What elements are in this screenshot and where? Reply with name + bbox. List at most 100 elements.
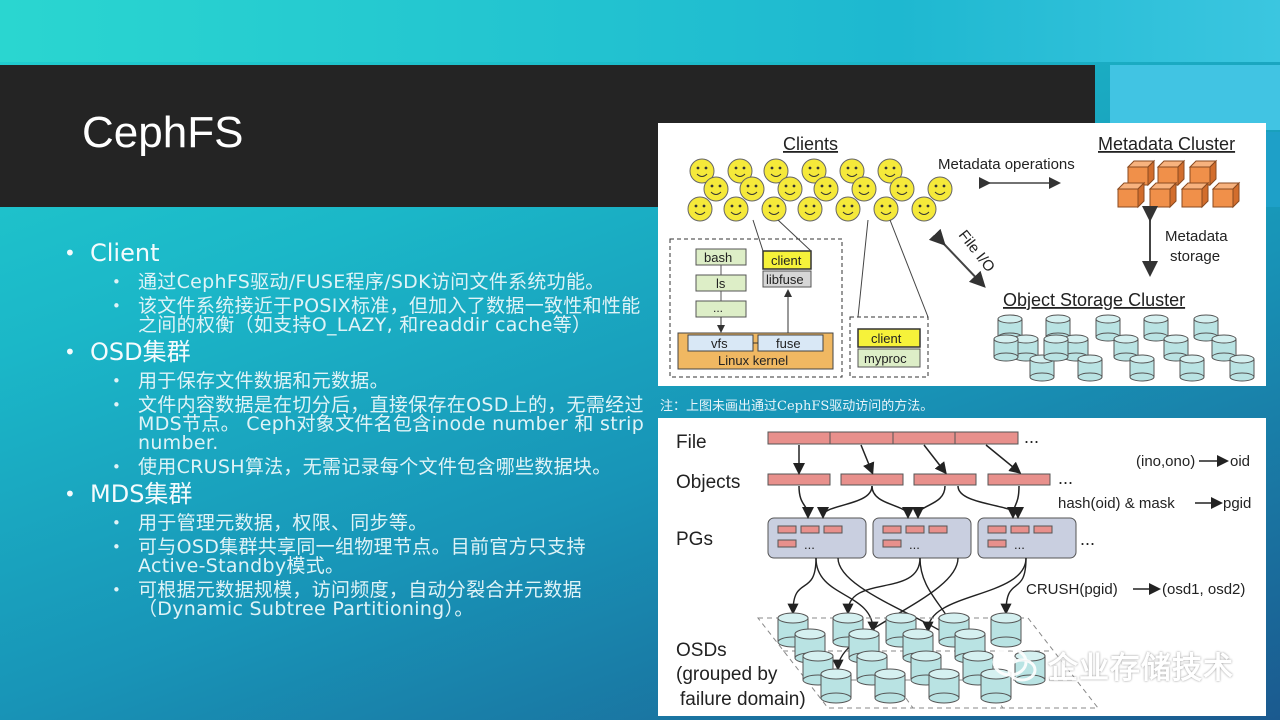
top-accent-bar: [0, 0, 1280, 62]
disk-icon: [1043, 334, 1069, 362]
smiley-icon: [839, 158, 865, 184]
metadata-cluster-cubes: [1116, 159, 1241, 209]
pg-dots: ...: [804, 537, 815, 552]
osd-disk-icon: [980, 668, 1012, 704]
mds-cube-icon: [1116, 181, 1146, 209]
osd-disk-icon: [910, 650, 942, 686]
mapping-arrow: [957, 485, 1024, 519]
watermark-text: 企业存储技术: [1048, 651, 1234, 686]
osd-grid: [756, 612, 1100, 709]
metadata-cluster-label: Metadata Cluster: [1098, 134, 1235, 154]
file-label: File: [676, 432, 707, 453]
decorative-block-top: [1110, 65, 1280, 130]
myproc-label: myproc: [864, 351, 907, 366]
wechat-icon: [992, 647, 1037, 682]
object-bars: [767, 473, 1051, 486]
mapping-arrow: [871, 485, 914, 519]
disk-icon: [1229, 354, 1255, 382]
disk-icon: [1143, 314, 1169, 342]
clients-label: Clients: [783, 134, 838, 154]
crush-arrow: [787, 557, 817, 615]
pg-box: ...: [872, 517, 972, 559]
ino-ono-label: (ino,ono): [1136, 453, 1195, 470]
mapping-arrow: [923, 444, 947, 475]
sub-bullet: 可与OSD集群共享同一组物理节点。目前官方只支持Active-Standby模式…: [62, 538, 652, 576]
smiley-icon: [851, 176, 877, 202]
osd-disk-icon: [928, 668, 960, 704]
smiley-icon: [689, 158, 715, 184]
smiley-icon: [813, 176, 839, 202]
smiley-icon: [927, 176, 953, 202]
osd-disk-icon: [820, 668, 852, 704]
smiley-icon: [703, 176, 729, 202]
sub-bullet: 用于管理元数据，权限、同步等。: [62, 514, 652, 534]
disk-icon: [1113, 334, 1139, 362]
client-host-box: [669, 238, 843, 378]
ls-label: ls: [716, 276, 726, 291]
objects-label: Objects: [676, 472, 740, 493]
mds-cube-icon: [1126, 159, 1156, 187]
smiley-icon: [797, 196, 823, 222]
fuse-label: fuse: [776, 336, 801, 351]
disk-icon: [993, 334, 1019, 362]
sub-bullet: 用于保存文件数据和元数据。: [62, 372, 652, 392]
disk-icon: [1029, 354, 1055, 382]
data-placement-figure: File Objects PGs OSDs (grouped by failur…: [658, 418, 1266, 716]
sub-bullet: 文件内容数据是在切分后，直接保存在OSD上的，无需经过MDS节点。 Ceph对象…: [62, 396, 652, 453]
hash-label: hash(oid) & mask: [1058, 495, 1175, 512]
object-bar: [840, 473, 904, 486]
pg-box: ...: [767, 517, 867, 559]
mapping-arrow: [860, 444, 875, 475]
file-ellipsis: ...: [1024, 427, 1039, 447]
mds-cube-icon: [1211, 181, 1241, 209]
linux-kernel-label: Linux kernel: [718, 353, 788, 368]
mapping-arrow: [912, 485, 946, 519]
bullet-mds: MDS集群: [62, 479, 652, 509]
mapping-arrow: [985, 444, 1022, 474]
disk-icon: [1129, 354, 1155, 382]
smiley-icon: [777, 176, 803, 202]
pg-dots: ...: [909, 537, 920, 552]
crush-arrow: [1000, 557, 1027, 615]
pg-boxes: .........: [767, 517, 1077, 559]
osds-label-3: failure domain): [680, 689, 806, 710]
mapping-arrow: [817, 485, 873, 519]
oid-label: oid: [1230, 453, 1250, 470]
disk-icon: [1179, 354, 1205, 382]
osd-disk-icon: [856, 650, 888, 686]
pgs-ellipsis: ...: [1080, 529, 1095, 549]
file-io-label: File I/O: [955, 227, 998, 276]
smiley-icon: [835, 196, 861, 222]
vfs-label: vfs: [711, 336, 728, 351]
osd-disk-icon: [1014, 650, 1046, 686]
object-bar: [987, 473, 1051, 486]
disk-icon: [1077, 354, 1103, 382]
pgid-label: pgid: [1223, 495, 1251, 512]
smiley-icon: [763, 158, 789, 184]
smiley-icon: [911, 196, 937, 222]
osd-pair-label: (osd1, osd2): [1162, 581, 1245, 598]
dots-label: ...: [713, 301, 723, 315]
libfuse-label: libfuse: [766, 272, 804, 287]
pg-dots: ...: [1014, 537, 1025, 552]
figure-note: 注：上图未画出通过CephFS驱动访问的方法。: [660, 399, 934, 414]
osds-label-2: (grouped by: [676, 664, 778, 685]
smiley-icon: [873, 196, 899, 222]
client2-label: client: [871, 331, 902, 346]
client-label: client: [771, 253, 802, 268]
crush-arrow: [842, 557, 921, 615]
smiley-icon: [761, 196, 787, 222]
bullet-osd: OSD集群: [62, 337, 652, 367]
client-smileys: [687, 158, 953, 222]
mds-cube-icon: [1156, 159, 1186, 187]
smiley-icon: [889, 176, 915, 202]
pgs-label: PGs: [676, 529, 713, 550]
mds-cube-icon: [1180, 181, 1210, 209]
mapping-arrow: [798, 485, 814, 519]
ceph-architecture-figure: Clients Metadata Cluster Metadata operat…: [658, 123, 1266, 386]
slide-title: CephFS: [82, 108, 244, 157]
sub-bullet: 该文件系统接近于POSIX标准，但加入了数据一致性和性能之间的权衡（如支持O_L…: [62, 297, 652, 335]
data-placement-diagram: File Objects PGs OSDs (grouped by failur…: [676, 427, 1251, 710]
smiley-icon: [801, 158, 827, 184]
smiley-icon: [687, 196, 713, 222]
